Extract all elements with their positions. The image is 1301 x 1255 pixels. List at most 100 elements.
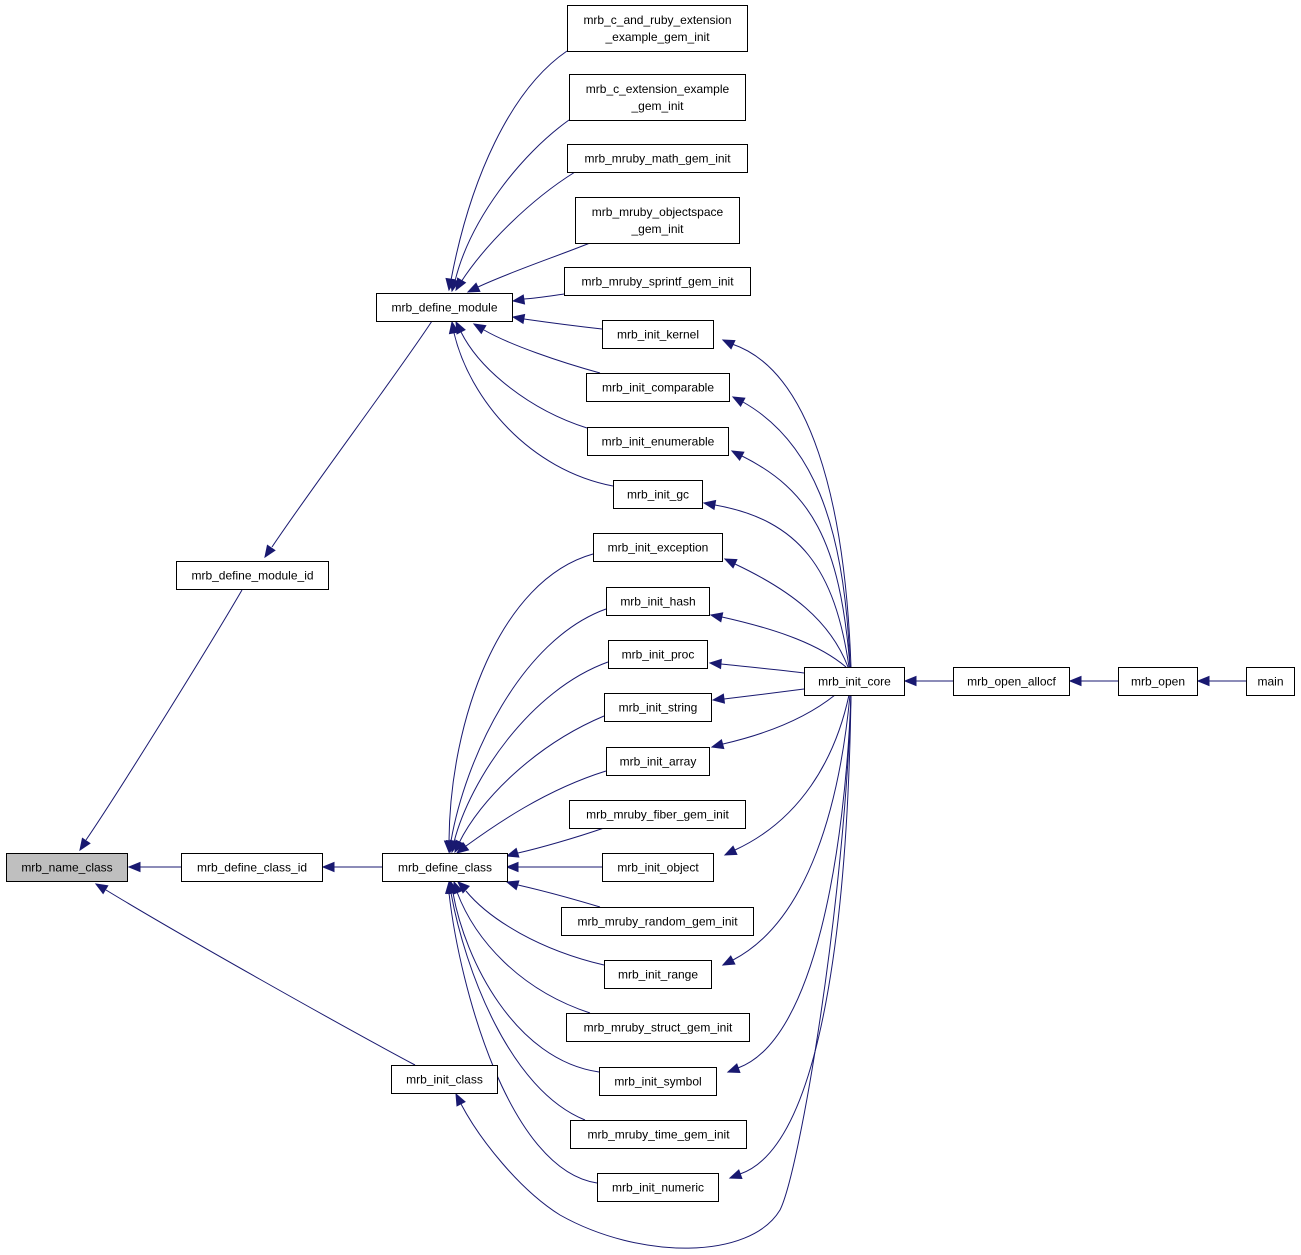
node-label: mrb_init_exception: [608, 541, 709, 555]
arrowhead-icon: [903, 675, 917, 687]
node-mrb_init_numeric[interactable]: mrb_init_numeric: [597, 1173, 719, 1202]
edge-mrb_init_core-to-mrb_init_proc: [708, 658, 805, 674]
node-box[interactable]: [586, 373, 730, 402]
node-mrb_init_object[interactable]: mrb_init_object: [602, 853, 714, 882]
edge-line: [737, 694, 852, 1069]
node-mrb_init_exception[interactable]: mrb_init_exception: [593, 533, 723, 562]
node-mrb_init_gc[interactable]: mrb_init_gc: [613, 480, 703, 509]
node-box[interactable]: [804, 667, 905, 696]
node-mrb_c_extension_example_gem_init[interactable]: mrb_c_extension_example_gem_init: [569, 74, 746, 121]
node-box[interactable]: [602, 853, 714, 882]
node-box[interactable]: [382, 853, 508, 882]
node-mrb_c_and_ruby_extension_example_gem_init[interactable]: mrb_c_and_ruby_extension_example_gem_ini…: [567, 5, 748, 52]
arrowhead-icon: [505, 861, 519, 873]
arrowhead-icon: [505, 847, 520, 858]
node-box[interactable]: [597, 1173, 719, 1202]
node-mrb_init_string[interactable]: mrb_init_string: [604, 693, 712, 722]
node-box[interactable]: [391, 1065, 498, 1094]
edge-line: [517, 884, 601, 908]
arrowhead-icon: [1196, 675, 1210, 687]
node-label: mrb_init_comparable: [602, 381, 714, 395]
node-box[interactable]: [569, 74, 746, 121]
nodes-layer: mrb_name_class mrb_define_module_id mrb_de…: [6, 5, 1295, 1202]
node-label: mrb_c_extension_example: [586, 82, 730, 96]
edge-mrb_c_extension_example_gem_init-to-mrb_define_module: [449, 119, 570, 293]
node-box[interactable]: [181, 853, 323, 882]
node-mrb_open_allocf[interactable]: mrb_open_allocf: [953, 667, 1070, 696]
node-box[interactable]: [606, 587, 710, 616]
node-mrb_define_class_id[interactable]: mrb_define_class_id: [181, 853, 323, 882]
node-mrb_define_class[interactable]: mrb_define_class: [382, 853, 508, 882]
edge-line: [450, 608, 607, 842]
node-mrb_define_module[interactable]: mrb_define_module: [376, 293, 513, 322]
node-mrb_mruby_random_gem_init[interactable]: mrb_mruby_random_gem_init: [561, 907, 754, 936]
node-box[interactable]: [176, 561, 329, 590]
arrowhead-icon: [711, 693, 726, 704]
arrowhead-icon: [321, 861, 335, 873]
node-box[interactable]: [567, 144, 748, 173]
edge-line: [714, 504, 850, 668]
edge-line: [452, 892, 600, 1073]
node-mrb_init_proc[interactable]: mrb_init_proc: [608, 640, 708, 669]
node-mrb_mruby_math_gem_init[interactable]: mrb_mruby_math_gem_init: [567, 144, 748, 173]
node-box[interactable]: [1246, 667, 1295, 696]
edge-line: [741, 455, 851, 668]
node-box[interactable]: [575, 197, 740, 244]
node-mrb_init_symbol[interactable]: mrb_init_symbol: [599, 1067, 717, 1096]
node-mrb_init_range[interactable]: mrb_init_range: [604, 960, 712, 989]
node-box[interactable]: [593, 533, 723, 562]
node-label: mrb_init_range: [618, 968, 698, 982]
arrowhead-icon: [264, 544, 276, 559]
arrowhead-icon: [127, 861, 141, 873]
node-box[interactable]: [606, 747, 710, 776]
edge-mrb_mruby_sprintf_gem_init-to-mrb_define_module: [511, 293, 565, 305]
node-mrb_mruby_time_gem_init[interactable]: mrb_mruby_time_gem_init: [570, 1120, 747, 1149]
node-box[interactable]: [570, 1120, 747, 1149]
node-box[interactable]: [1118, 667, 1198, 696]
node-box[interactable]: [953, 667, 1070, 696]
node-label: mrb_init_kernel: [617, 328, 699, 342]
edge-mrb_init_array-to-mrb_define_class: [455, 770, 607, 854]
node-box[interactable]: [569, 800, 746, 829]
arrowhead-icon: [1068, 675, 1082, 687]
node-label: mrb_name_class: [21, 861, 112, 875]
node-box[interactable]: [376, 293, 513, 322]
node-main[interactable]: main: [1246, 667, 1295, 696]
node-mrb_init_comparable[interactable]: mrb_init_comparable: [586, 373, 730, 402]
arrowhead-icon: [455, 277, 467, 292]
node-box[interactable]: [604, 693, 712, 722]
node-mrb_init_core[interactable]: mrb_init_core: [804, 667, 905, 696]
node-box[interactable]: [604, 960, 712, 989]
edge-mrb_mruby_objectspace_gem_init-to-mrb_define_module: [466, 242, 591, 293]
node-mrb_init_class[interactable]: mrb_init_class: [391, 1065, 498, 1094]
node-box[interactable]: [608, 640, 708, 669]
node-mrb_init_kernel[interactable]: mrb_init_kernel: [602, 320, 714, 349]
node-mrb_mruby_sprintf_gem_init[interactable]: mrb_mruby_sprintf_gem_init: [564, 267, 751, 296]
node-box[interactable]: [566, 1013, 750, 1042]
edge-line: [465, 890, 605, 966]
node-mrb_init_enumerable[interactable]: mrb_init_enumerable: [587, 427, 729, 456]
edge-mrb_init_comparable-to-mrb_define_module: [472, 323, 601, 374]
node-mrb_mruby_struct_gem_init[interactable]: mrb_mruby_struct_gem_init: [566, 1013, 750, 1042]
node-mrb_mruby_objectspace_gem_init[interactable]: mrb_mruby_objectspace_gem_init: [575, 197, 740, 244]
node-box[interactable]: [564, 267, 751, 296]
node-box[interactable]: [602, 320, 714, 349]
node-mrb_init_array[interactable]: mrb_init_array: [606, 747, 710, 776]
node-mrb_name_class[interactable]: mrb_name_class: [6, 853, 128, 882]
node-mrb_open[interactable]: mrb_open: [1118, 667, 1198, 696]
node-box[interactable]: [599, 1067, 717, 1096]
node-box[interactable]: [567, 5, 748, 52]
edge-mrb_init_class-to-mrb_name_class: [94, 883, 416, 1066]
edge-line: [454, 119, 570, 282]
node-label: mrb_open_allocf: [967, 675, 1056, 689]
node-box[interactable]: [6, 853, 128, 882]
node-mrb_init_hash[interactable]: mrb_init_hash: [606, 587, 710, 616]
node-mrb_define_module_id[interactable]: mrb_define_module_id: [176, 561, 329, 590]
node-box[interactable]: [587, 427, 729, 456]
arrowhead-icon: [702, 499, 717, 511]
node-box[interactable]: [561, 907, 754, 936]
node-box[interactable]: [613, 480, 703, 509]
node-label: mrb_c_and_ruby_extension: [583, 13, 731, 27]
node-mrb_mruby_fiber_gem_init[interactable]: mrb_mruby_fiber_gem_init: [569, 800, 746, 829]
edge-mrb_init_core-to-mrb_init_exception: [723, 558, 849, 668]
